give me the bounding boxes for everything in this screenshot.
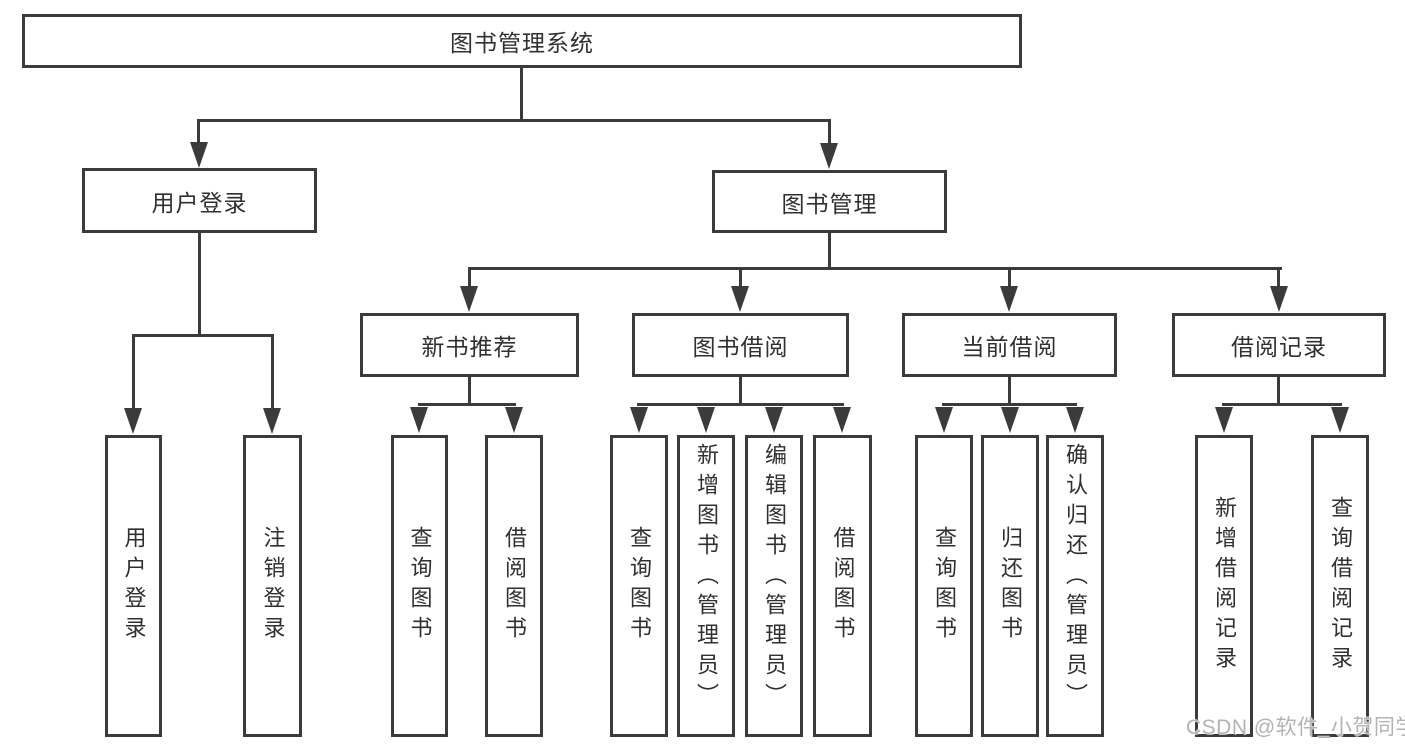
node-label: 新书推荐	[421, 334, 518, 360]
node-label: 借阅记录	[1231, 334, 1327, 360]
leaf-label: 查询图书	[627, 526, 652, 646]
connector-line	[1222, 403, 1342, 406]
connector-line	[132, 334, 135, 410]
arrow-down-icon	[1000, 286, 1018, 312]
arrow-down-icon	[935, 407, 953, 433]
leaf-label: 确认归还（管理员）	[1063, 443, 1088, 713]
leaf-label: 借阅图书	[502, 526, 527, 646]
node-book-borrow: 图书借阅	[632, 313, 849, 377]
connector-line	[1277, 267, 1280, 287]
arrow-down-icon	[1331, 407, 1349, 433]
leaf-label: 编辑图书（管理员）	[762, 443, 787, 713]
leaf-logout: 注销登录	[243, 435, 302, 737]
connector-line	[1008, 377, 1011, 406]
leaf-bb-query-books: 查询图书	[610, 435, 668, 737]
node-new-book-recommend: 新书推荐	[360, 313, 579, 377]
connector-line	[637, 403, 844, 406]
arrow-down-icon	[630, 407, 648, 433]
leaf-label: 归还图书	[998, 526, 1023, 646]
arrow-down-icon	[190, 142, 208, 168]
leaf-nb-query-books: 查询图书	[391, 435, 448, 737]
arrow-down-icon	[263, 408, 281, 434]
leaf-bb-borrow-books: 借阅图书	[813, 435, 872, 737]
arrow-down-icon	[1001, 407, 1019, 433]
node-label: 当前借阅	[961, 334, 1058, 360]
leaf-label: 借阅图书	[830, 526, 856, 646]
leaf-label: 注销登录	[260, 526, 286, 646]
node-user-login: 用户登录	[82, 168, 317, 233]
connector-line	[1277, 377, 1280, 406]
connector-line	[828, 233, 831, 270]
connector-line	[828, 119, 831, 145]
arrow-down-icon	[833, 407, 851, 433]
arrow-down-icon	[1215, 407, 1233, 433]
arrow-down-icon	[124, 408, 142, 434]
leaf-cb-return-books: 归还图书	[981, 435, 1039, 737]
connector-line	[418, 403, 516, 406]
connector-line	[520, 68, 523, 121]
leaf-cb-confirm-return-admin: 确认归还（管理员）	[1046, 435, 1104, 737]
connector-line	[468, 267, 471, 287]
arrow-down-icon	[1270, 286, 1288, 312]
leaf-br-query-record: 查询借阅记录	[1311, 435, 1369, 737]
leaf-br-add-record: 新增借阅记录	[1195, 435, 1253, 737]
leaf-cb-query-books: 查询图书	[915, 435, 973, 737]
node-book-management: 图书管理	[712, 170, 947, 233]
arrow-down-icon	[410, 407, 428, 433]
connector-line	[271, 334, 274, 410]
arrow-down-icon	[697, 407, 715, 433]
arrow-down-icon	[820, 143, 838, 169]
connector-line	[198, 233, 201, 336]
leaf-label: 查询图书	[932, 526, 957, 646]
connector-line	[1008, 267, 1011, 287]
leaf-bb-add-books-admin: 新增图书（管理员）	[677, 435, 735, 737]
node-label: 图书管理	[781, 190, 878, 217]
leaf-label: 新增图书（管理员）	[694, 443, 719, 713]
leaf-label: 用户登录	[121, 526, 147, 646]
node-label: 用户登录	[151, 189, 248, 216]
leaf-bb-edit-books-admin: 编辑图书（管理员）	[745, 435, 803, 737]
connector-line	[197, 119, 831, 122]
leaf-label: 新增借阅记录	[1212, 496, 1237, 676]
node-label: 图书借阅	[692, 334, 789, 360]
csdn-watermark: CSDN @软件_小贺同学	[1186, 716, 1405, 739]
connector-line	[468, 377, 471, 406]
node-borrow-records: 借阅记录	[1172, 313, 1386, 377]
leaf-nb-borrow-books: 借阅图书	[485, 435, 543, 737]
connector-line	[739, 267, 742, 287]
arrow-down-icon	[505, 407, 523, 433]
connector-line	[132, 334, 274, 337]
node-library-management-system: 图书管理系统	[22, 14, 1022, 68]
connector-line	[468, 267, 1282, 270]
node-label: 图书管理系统	[450, 30, 594, 56]
connector-line	[739, 377, 742, 406]
connector-line	[942, 403, 1077, 406]
leaf-user-login: 用户登录	[105, 435, 162, 737]
arrow-down-icon	[1066, 407, 1084, 433]
arrow-down-icon	[460, 286, 478, 312]
connector-line	[197, 119, 200, 145]
arrow-down-icon	[765, 407, 783, 433]
leaf-label: 查询借阅记录	[1328, 496, 1353, 676]
node-current-borrow: 当前借阅	[902, 313, 1117, 377]
arrow-down-icon	[731, 286, 749, 312]
leaf-label: 查询图书	[407, 526, 433, 646]
